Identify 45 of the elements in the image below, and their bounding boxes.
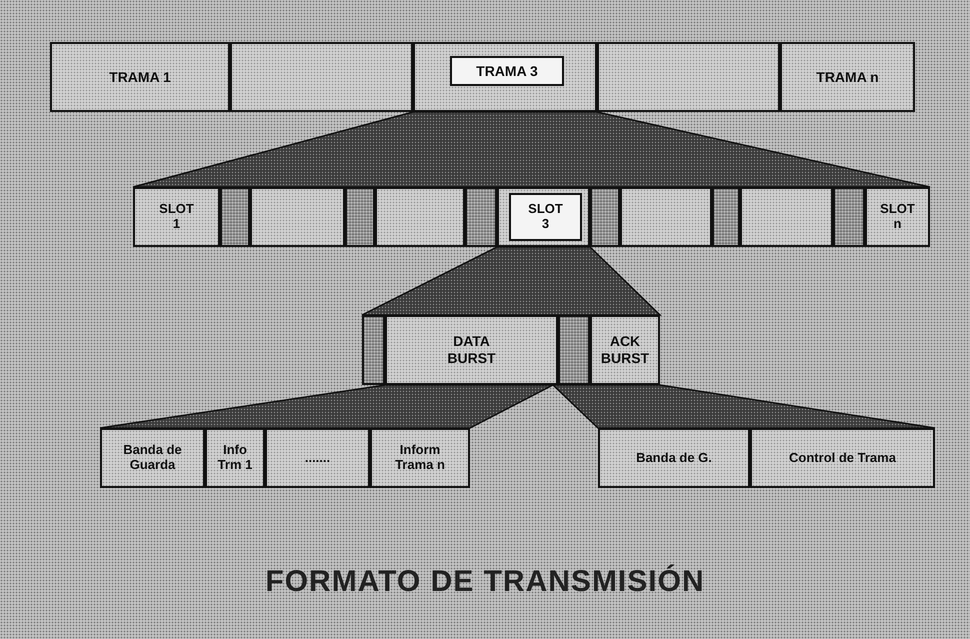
field-label: ....... (304, 450, 330, 466)
guard-band-box (345, 187, 375, 247)
field-box (590, 315, 660, 385)
field-label: TRAMA 1 (109, 68, 171, 86)
field-label: ACK BURST (600, 333, 650, 367)
field-label: Control de Trama (789, 450, 896, 466)
field-box (413, 42, 597, 112)
field-box (598, 428, 750, 488)
diagram-title: FORMATO DE TRANSMISIÓN (264, 565, 706, 599)
guard-band-box (590, 187, 620, 247)
field-box (865, 187, 930, 247)
guard-band-box (220, 187, 250, 247)
guard-band-box (712, 187, 740, 247)
field-box (265, 428, 370, 488)
field-box (620, 187, 712, 247)
field-box (370, 428, 470, 488)
field-label: Banda de G. (636, 450, 712, 466)
guard-band-box (465, 187, 497, 247)
guard-band-box (558, 315, 590, 385)
field-box (100, 428, 205, 488)
highlighted-box (509, 193, 582, 241)
field-box (385, 315, 558, 385)
field-label: Info Trm 1 (217, 443, 253, 473)
field-label: Inform Trama n (394, 443, 446, 473)
field-box (50, 42, 230, 112)
guard-band-box (833, 187, 865, 247)
field-label: SLOT 1 (158, 202, 195, 232)
field-label: TRAMA 3 (476, 62, 538, 80)
field-label: Banda de Guarda (122, 443, 183, 473)
field-box (780, 42, 915, 112)
field-box (133, 187, 220, 247)
guard-band-box (362, 315, 385, 385)
field-box (205, 428, 265, 488)
field-box (250, 187, 345, 247)
field-box (230, 42, 413, 112)
highlighted-box (450, 56, 564, 86)
field-label: SLOT 3 (527, 202, 564, 232)
field-box (375, 187, 465, 247)
field-label: SLOT n (879, 202, 916, 232)
field-label: DATA BURST (446, 333, 497, 367)
field-label: TRAMA n (816, 68, 879, 86)
field-box (750, 428, 935, 488)
field-box (740, 187, 833, 247)
field-box (497, 187, 590, 247)
field-box (597, 42, 780, 112)
